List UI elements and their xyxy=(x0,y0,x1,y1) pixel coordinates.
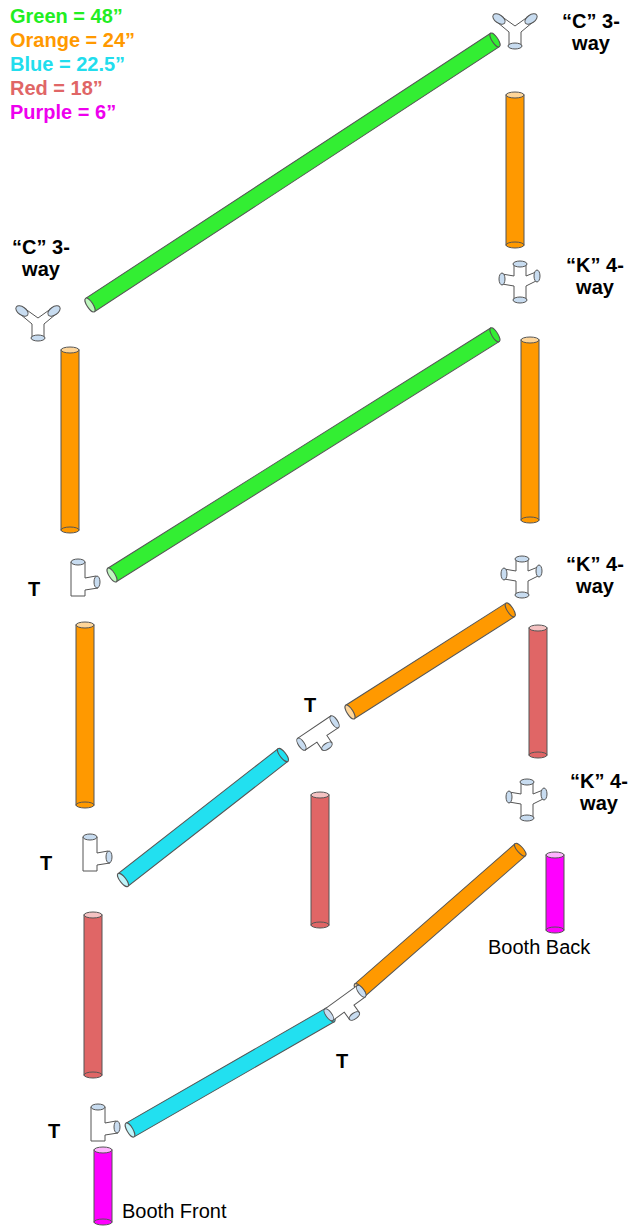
legend: Green = 48”Orange = 24”Blue = 22.5”Red =… xyxy=(10,4,135,124)
fitting-label: T xyxy=(28,578,40,600)
fitting-label: T xyxy=(304,694,316,716)
legend-entry: Orange = 24” xyxy=(10,28,135,52)
fitting-label: T xyxy=(48,1120,60,1142)
legend-text: Purple = 6” xyxy=(10,101,116,123)
orange-pipe xyxy=(76,622,94,808)
orange-pipe xyxy=(521,337,539,523)
red-pipe xyxy=(529,625,547,758)
legend-swatch: Green = 48” xyxy=(10,5,123,27)
t-fitting xyxy=(322,984,374,1032)
legend-text: Red = 18” xyxy=(10,77,103,99)
t-fitting xyxy=(71,559,100,596)
orange-pipe xyxy=(343,602,517,721)
orange-pipe xyxy=(352,842,527,998)
position-label: Booth Front xyxy=(122,1200,227,1222)
legend-text: Blue = 22.5” xyxy=(10,53,125,75)
legend-entry: Blue = 22.5” xyxy=(10,52,135,76)
legend-entry: Green = 48” xyxy=(10,4,135,28)
legend-swatch: Red = 18” xyxy=(10,77,103,99)
legend-text: Orange = 24” xyxy=(10,29,135,51)
legend-entry: Purple = 6” xyxy=(10,100,135,124)
purple-pipe xyxy=(546,852,564,933)
t-fitting xyxy=(295,714,348,761)
legend-swatch: Blue = 22.5” xyxy=(10,53,125,75)
legend-text: Green = 48” xyxy=(10,5,123,27)
red-pipe xyxy=(84,912,102,1078)
blue-pipe xyxy=(116,747,291,888)
purple-pipe xyxy=(94,1147,112,1225)
orange-pipe xyxy=(61,347,79,533)
fitting-label: “K” 4-way xyxy=(562,254,628,298)
fitting-label: T xyxy=(336,1050,348,1072)
c-fitting xyxy=(14,304,62,341)
fitting-label: “K” 4-way xyxy=(562,553,628,597)
green-pipe xyxy=(105,326,501,583)
green-pipe xyxy=(83,32,502,314)
k-fitting xyxy=(499,261,540,303)
position-label: Booth Back xyxy=(488,936,590,958)
fitting-label: “C” 3-way xyxy=(8,236,74,280)
red-pipe xyxy=(311,792,329,928)
legend-swatch: Orange = 24” xyxy=(10,29,135,51)
t-fitting xyxy=(91,1104,120,1141)
t-fitting xyxy=(83,834,112,871)
fitting-label: “K” 4-way xyxy=(566,770,632,814)
fitting-label: “C” 3-way xyxy=(558,10,624,54)
legend-swatch: Purple = 6” xyxy=(10,101,116,123)
fitting-label: T xyxy=(40,852,52,874)
c-fitting xyxy=(491,12,539,49)
legend-entry: Red = 18” xyxy=(10,76,135,100)
orange-pipe xyxy=(506,92,524,248)
k-fitting xyxy=(506,779,547,821)
k-fitting xyxy=(501,556,542,598)
blue-pipe xyxy=(123,1006,336,1138)
